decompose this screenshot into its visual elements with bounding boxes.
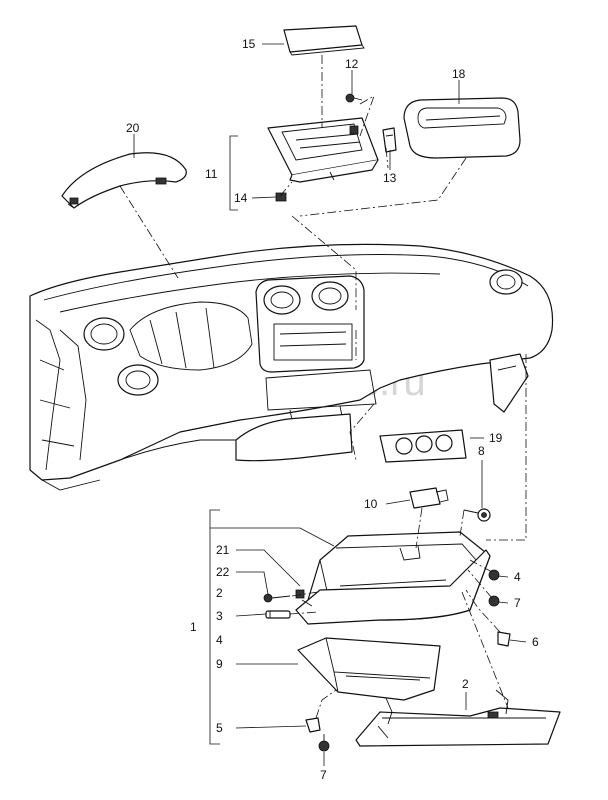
callout-15: 15 <box>242 37 256 51</box>
part-10-connector <box>409 487 449 509</box>
part-6-clip <box>497 631 511 647</box>
callout-19: 19 <box>489 431 503 445</box>
callout-10: 10 <box>364 497 378 511</box>
part-13-clip <box>382 127 397 153</box>
part-20-speaker-cover <box>61 152 187 209</box>
callout-13: 13 <box>383 171 397 185</box>
callout-1: 1 <box>190 620 197 634</box>
callout-12: 12 <box>345 57 359 71</box>
callout-8: 8 <box>478 444 485 458</box>
centre-vents <box>255 275 365 373</box>
part-11-vent-housing <box>267 117 379 183</box>
callout-2-left: 2 <box>216 586 223 600</box>
callout-14: 14 <box>234 191 248 205</box>
callout-18: 18 <box>452 67 466 81</box>
part-18-trim-ring <box>403 97 521 159</box>
part-4-nut <box>488 569 500 581</box>
callout-9: 9 <box>216 657 223 671</box>
callout-20: 20 <box>126 121 140 135</box>
callout-7-bottom: 7 <box>320 768 327 782</box>
callout-7-right: 7 <box>514 596 521 610</box>
part-22-screw <box>263 593 291 603</box>
part-15-cover <box>283 25 365 56</box>
callout-22: 22 <box>216 565 230 579</box>
callout-5: 5 <box>216 721 223 735</box>
part-3-bolt <box>265 610 291 619</box>
callout-4-left: 4 <box>216 633 223 647</box>
part-7-screw-lower <box>318 734 330 752</box>
assembly-lines <box>119 55 527 719</box>
part-12-screw <box>345 93 363 103</box>
part-19-control-panel <box>379 429 467 463</box>
callout-21: 21 <box>216 543 230 557</box>
part-7-screw-upper <box>488 595 500 607</box>
callout-3: 3 <box>216 609 223 623</box>
part-9-glovebox-bin <box>297 637 441 701</box>
callout-2-right: 2 <box>462 677 469 691</box>
part-2-glovebox-lid <box>355 689 561 747</box>
callout-numbers: 15 12 18 20 11 13 14 19 8 10 21 22 2 3 1… <box>126 37 539 782</box>
leader-lines <box>133 43 527 766</box>
callout-4-right: 4 <box>514 570 521 584</box>
callout-11: 11 <box>205 167 218 181</box>
part-8-screw <box>463 508 491 522</box>
part-5-hinge <box>305 717 321 733</box>
part-14-clip <box>275 192 287 202</box>
glovebox-housing <box>295 531 491 625</box>
dashboard-main <box>29 243 554 491</box>
callout-6: 6 <box>532 635 539 649</box>
